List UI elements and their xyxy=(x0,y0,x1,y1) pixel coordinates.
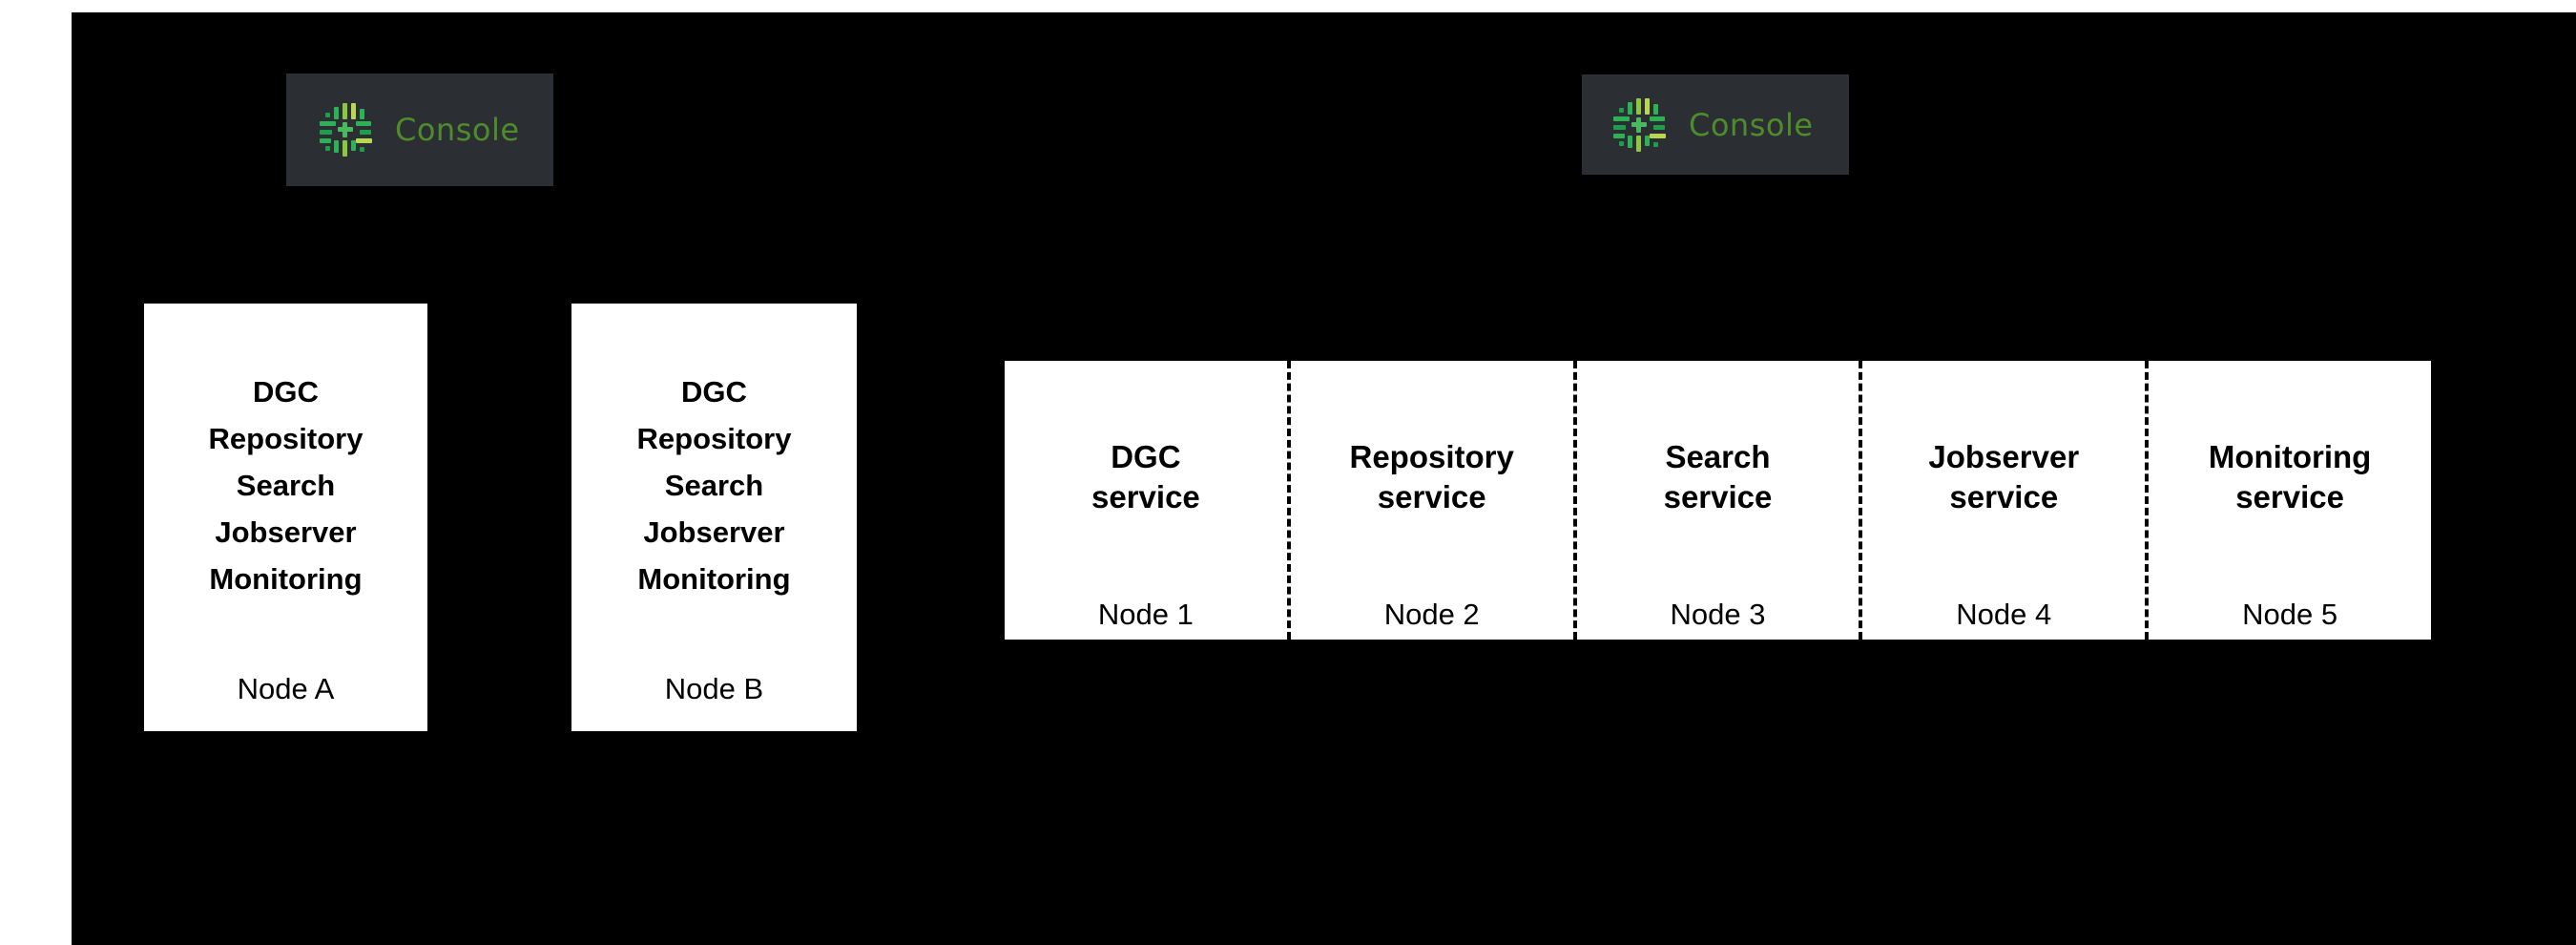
service-label: DGC xyxy=(253,375,319,409)
node-a-service-list: DGC Repository Search Jobserver Monitori… xyxy=(209,368,364,602)
collibra-console-icon xyxy=(1610,96,1668,154)
service-title: Monitoring service xyxy=(2209,437,2371,517)
connector-console-a-to-nodes xyxy=(425,186,428,305)
service-title-line: Jobserver xyxy=(1928,439,2080,474)
service-strip: DGC service Node 1 Repository service No… xyxy=(1005,361,2431,640)
service-title: Repository service xyxy=(1350,437,1514,517)
service-title-line: service xyxy=(1663,479,1773,514)
service-node-name: Node 1 xyxy=(1097,598,1194,631)
connector-console-b-to-strip xyxy=(1713,175,1716,363)
service-label: Repository xyxy=(636,422,792,455)
service-label: DGC xyxy=(681,375,747,409)
service-title-line: Search xyxy=(1665,439,1771,474)
service-node-name: Node 2 xyxy=(1383,598,1480,631)
service-title-line: service xyxy=(1377,479,1486,514)
service-label: Repository xyxy=(208,422,364,455)
service-title-line: service xyxy=(1091,479,1200,514)
node-card-b[interactable]: DGC Repository Search Jobserver Monitori… xyxy=(571,304,857,731)
service-label: Monitoring xyxy=(209,562,363,596)
service-title: DGC service xyxy=(1091,437,1200,517)
service-label: Jobserver xyxy=(643,515,785,549)
service-title-line: DGC xyxy=(1111,439,1181,474)
service-node-name: Node 5 xyxy=(2242,598,2338,631)
console-badge-node-a[interactable]: Console xyxy=(286,74,553,186)
service-label: Monitoring xyxy=(637,562,791,596)
console-badge-label: Console xyxy=(395,112,520,148)
service-cell-node-4[interactable]: Jobserver service Node 4 xyxy=(1859,361,2145,640)
service-cell-node-5[interactable]: Monitoring service Node 5 xyxy=(2145,361,2431,640)
service-title-line: service xyxy=(1949,479,2059,514)
node-a-name: Node A xyxy=(237,672,335,705)
service-label: Search xyxy=(236,469,336,502)
service-cell-node-3[interactable]: Search service Node 3 xyxy=(1572,361,1859,640)
service-title-line: Monitoring xyxy=(2208,439,2372,474)
console-badge-service-strip[interactable]: Console xyxy=(1582,74,1849,175)
service-title-line: service xyxy=(2235,479,2344,514)
service-title-line: Repository xyxy=(1349,439,1514,474)
service-node-name: Node 4 xyxy=(1956,598,2052,631)
node-card-a[interactable]: DGC Repository Search Jobserver Monitori… xyxy=(144,304,427,731)
collibra-console-icon xyxy=(317,101,374,158)
service-title: Search service xyxy=(1664,437,1773,517)
service-title: Jobserver service xyxy=(1928,437,2079,517)
node-b-name: Node B xyxy=(664,672,764,705)
node-b-service-list: DGC Repository Search Jobserver Monitori… xyxy=(637,368,792,602)
service-label: Jobserver xyxy=(215,515,357,549)
service-cell-node-2[interactable]: Repository service Node 2 xyxy=(1286,361,1573,640)
service-label: Search xyxy=(664,469,764,502)
service-cell-node-1[interactable]: DGC service Node 1 xyxy=(1005,361,1287,640)
service-node-name: Node 3 xyxy=(1670,598,1766,631)
console-badge-label: Console xyxy=(1689,106,1814,143)
